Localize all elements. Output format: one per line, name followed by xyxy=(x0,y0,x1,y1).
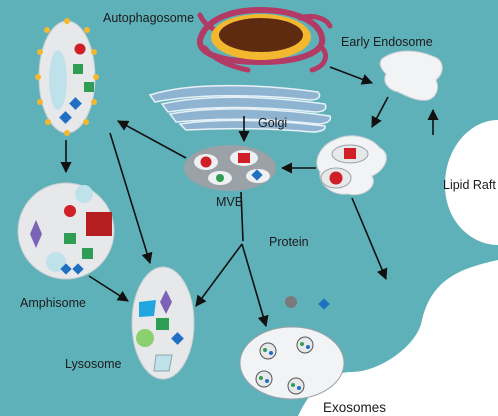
autophagosome xyxy=(35,18,99,136)
exosome-vesicle xyxy=(296,336,314,354)
mvb xyxy=(184,145,276,191)
golgi-apparatus xyxy=(148,84,332,133)
protein-particle xyxy=(318,298,330,310)
er-organelle xyxy=(197,6,333,73)
amphisome xyxy=(17,182,115,280)
lipid-raft-inlet xyxy=(455,138,498,232)
label-amphisome: Amphisome xyxy=(20,296,86,310)
label-lipid-raft: Lipid Raft xyxy=(443,178,496,192)
protein-particle xyxy=(285,296,297,308)
pathway-arrows xyxy=(60,66,439,328)
label-mvb: MVB xyxy=(216,195,243,209)
label-golgi: Golgi xyxy=(258,116,287,130)
exosome-vesicle xyxy=(255,370,273,388)
lysosome xyxy=(131,266,195,380)
label-protein: Protein xyxy=(269,235,309,249)
exosomes xyxy=(239,326,345,400)
label-lysosome: Lysosome xyxy=(65,357,122,371)
label-early-endosome: Early Endosome xyxy=(341,35,433,49)
early-endosome xyxy=(379,50,443,101)
sorting-endosome xyxy=(316,135,387,196)
label-exosomes: Exosomes xyxy=(323,400,386,415)
label-autophagosome: Autophagosome xyxy=(103,11,194,25)
exosome-vesicle xyxy=(259,342,277,360)
exosome-vesicle xyxy=(287,377,305,395)
